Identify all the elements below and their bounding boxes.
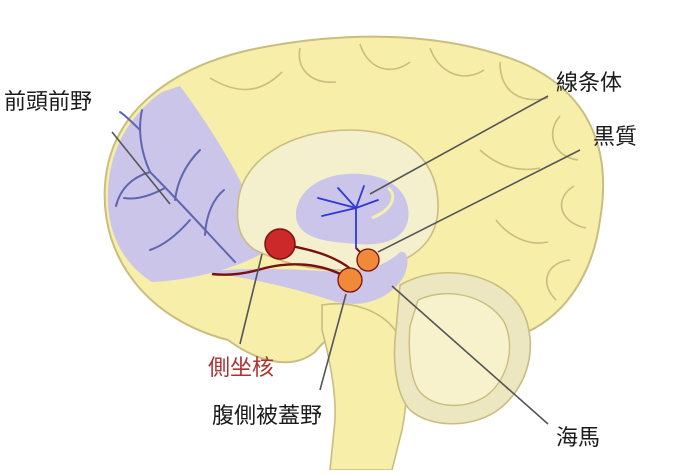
mesolimbic-pathway bbox=[211, 263, 349, 280]
cerebellum-inner bbox=[408, 293, 511, 407]
leader-lines bbox=[111, 95, 581, 425]
label-substantia-nigra: 黒質 bbox=[593, 125, 638, 150]
label-ventral-tegmental-area: 腹側被蓋野 bbox=[212, 404, 323, 429]
label-hippocampus: 海馬 bbox=[556, 426, 601, 451]
nucleus-accumbens-marker bbox=[264, 228, 296, 260]
label-prefrontal-cortex: 前頭前野 bbox=[4, 90, 93, 115]
prefrontal-region bbox=[107, 86, 268, 282]
striatum-tail bbox=[371, 186, 395, 220]
hippocampus-region bbox=[208, 251, 408, 304]
label-striatum: 線条体 bbox=[556, 71, 623, 96]
substantia-nigra-marker bbox=[356, 248, 380, 272]
striatum-projection bbox=[317, 185, 379, 249]
brainstem bbox=[321, 302, 408, 471]
vta-marker bbox=[337, 267, 363, 293]
label-nucleus-accumbens: 側坐核 bbox=[208, 356, 275, 381]
